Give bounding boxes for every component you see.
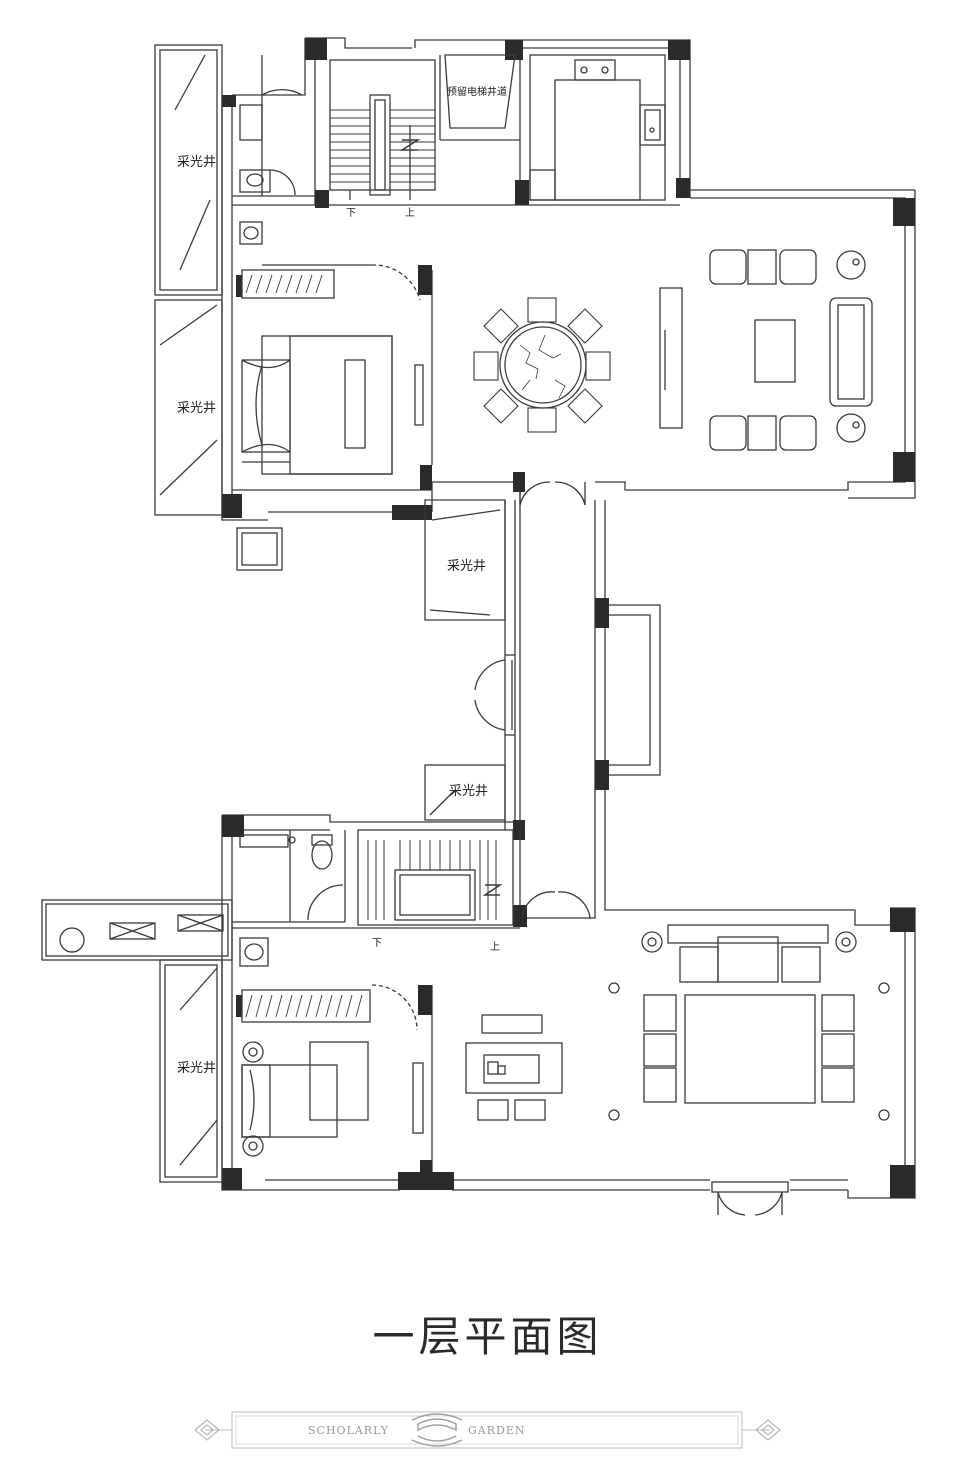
middle-wall-columns xyxy=(513,472,609,840)
ornament-right-icon xyxy=(755,1419,781,1441)
skylight-label: 采光井 xyxy=(177,401,216,416)
lower-left-skylight xyxy=(41,899,233,1183)
brand-left-text: SCHOLARLY xyxy=(308,1424,389,1437)
plan-title: 一层平面图 xyxy=(372,1312,603,1361)
upper-doors xyxy=(519,481,586,506)
lower-living xyxy=(608,924,890,1121)
lower-dining xyxy=(465,1014,563,1121)
brand-logo-icon xyxy=(411,1413,463,1447)
stair-up-label: 上 xyxy=(405,207,415,219)
elevator-shaft xyxy=(444,54,516,129)
skylight-label: 采光井 xyxy=(449,784,488,799)
upper-block-walls xyxy=(221,37,916,521)
lower-wall-columns xyxy=(222,815,915,1198)
upper-left-skylights xyxy=(154,44,223,516)
lower-doors xyxy=(521,891,789,1216)
middle-corridor xyxy=(424,499,661,890)
lower-block-walls xyxy=(221,814,916,1199)
upper-living xyxy=(659,249,873,451)
skylight-label: 采光井 xyxy=(177,1061,216,1076)
stair-upper xyxy=(329,59,436,200)
lower-bathroom xyxy=(239,834,344,967)
elevator-label: 预留电梯井道 xyxy=(447,85,507,98)
skylight-label: 采光井 xyxy=(177,155,216,170)
brand-strip: SCHOLARLY GARDEN xyxy=(194,1411,781,1449)
lower-bedroom xyxy=(241,984,424,1157)
upper-bathroom xyxy=(239,55,303,245)
dining-area xyxy=(473,297,611,433)
skylight-label: 采光井 xyxy=(447,559,486,574)
stair-down-label: 下 xyxy=(372,938,382,949)
stair-lower xyxy=(357,829,514,926)
ornament-left-icon xyxy=(194,1419,220,1441)
kitchen xyxy=(529,54,666,201)
upper-wall-columns xyxy=(222,38,915,520)
stair-down-label: 下 xyxy=(346,208,356,219)
upper-plinth xyxy=(236,527,283,571)
upper-bedroom xyxy=(241,264,424,475)
stair-up-label: 上 xyxy=(490,941,500,953)
plan-labels: 采光井 采光井 采光井 采光井 采光井 预留电梯井道 下 上 下 上 xyxy=(177,85,507,1076)
brand-right-text: GARDEN xyxy=(468,1424,526,1437)
